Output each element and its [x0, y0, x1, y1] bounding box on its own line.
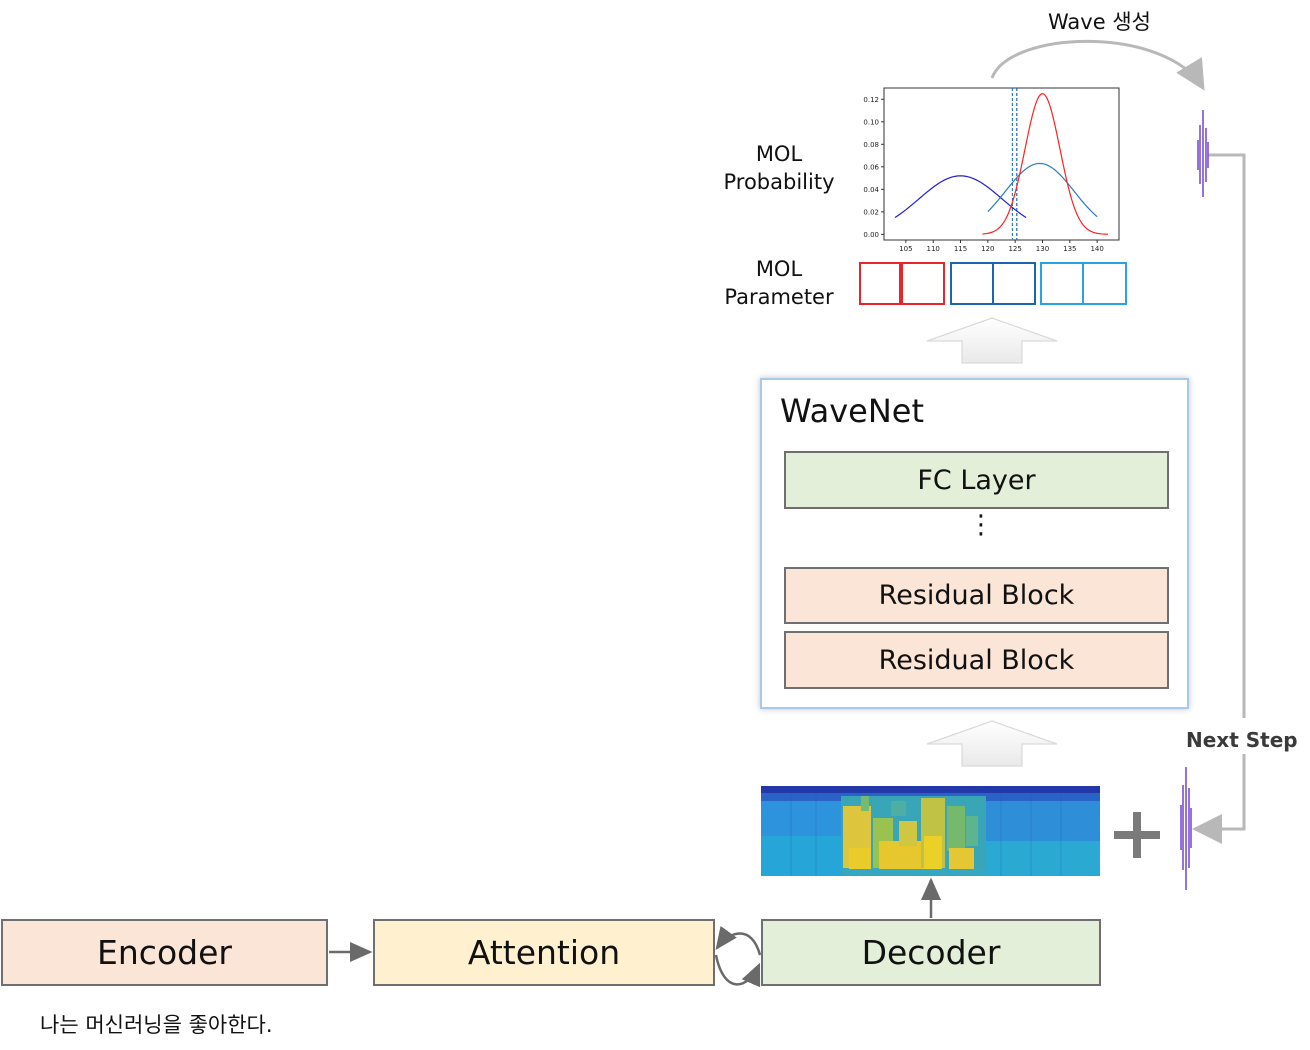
wave-generation-label: Wave 생성: [1048, 10, 1151, 34]
x-tick-label: 135: [1063, 245, 1076, 253]
distribution-curve-3: [982, 93, 1109, 235]
x-tick-label: 110: [926, 245, 939, 253]
x-tick-label: 130: [1036, 245, 1049, 253]
spectrogram-to-wavenet-arrow: [926, 720, 1058, 767]
mol-probability-label: MOL Probability: [723, 142, 835, 194]
x-tick-label: 115: [954, 245, 967, 253]
x-tick-label: 120: [981, 245, 994, 253]
wavenet-to-parameter-arrow: [926, 317, 1058, 364]
plus-icon: [1114, 812, 1160, 858]
wavenet-title: WaveNet: [780, 392, 924, 430]
input-sentence: 나는 머신러닝을 좋아한다.: [40, 1013, 273, 1037]
generated-wave-icon: [1197, 110, 1209, 197]
wave-generation-arrow: [990, 39, 1205, 91]
mol-parameter-cell-red-1: [859, 262, 901, 305]
residual-block-box-2: Residual Block: [784, 631, 1169, 689]
chart-frame: [883, 87, 1120, 241]
decoder-attention-loop-arrow: [714, 954, 761, 988]
mol-parameter-cell-darkblue-2: [992, 262, 1036, 305]
x-tick-label: 140: [1090, 245, 1103, 253]
y-tick-label: 0.06: [863, 163, 879, 171]
attention-decoder-loop-arrow: [715, 925, 762, 956]
input-wave-icon: [1180, 767, 1192, 890]
mol-probability-chart: 105 110 115 120 125 130 135 140 0.00 0.02 0.04 0.0…: [863, 87, 1120, 253]
next-step-label: Next Step: [1186, 728, 1298, 752]
mol-parameter-cell-red-2: [901, 262, 945, 305]
encoder-box: Encoder: [1, 919, 328, 986]
y-tick-label: 0.12: [863, 96, 879, 104]
mol-parameter-cell-lightblue-1: [1040, 262, 1084, 305]
y-tick-label: 0.10: [863, 118, 879, 126]
residual-block-box-1: Residual Block: [784, 567, 1169, 624]
decoder-box: Decoder: [761, 919, 1101, 986]
wavenet-block: WaveNet FC Layer ⋮ Residual Block Residu…: [760, 378, 1189, 709]
mol-parameter-cell-darkblue-1: [950, 262, 994, 305]
mol-parameter-cell-lightblue-2: [1082, 262, 1127, 305]
y-tick-label: 0.04: [863, 186, 879, 194]
fc-layer-box: FC Layer: [784, 451, 1169, 509]
mol-parameter-label: MOL Parameter: [724, 257, 834, 309]
y-tick-label: 0.02: [863, 208, 879, 216]
next-step-line: [1192, 153, 1246, 844]
x-tick-label: 125: [1008, 245, 1021, 253]
mel-spectrogram-image: [761, 786, 1100, 876]
distribution-curve-1: [894, 175, 1027, 219]
y-tick-label: 0.00: [863, 231, 879, 239]
ellipsis-icon: ⋮: [968, 510, 994, 540]
attention-box: Attention: [373, 919, 715, 986]
y-tick-label: 0.08: [863, 141, 879, 149]
distribution-curve-2: [987, 162, 1098, 218]
x-tick-label: 105: [899, 245, 912, 253]
